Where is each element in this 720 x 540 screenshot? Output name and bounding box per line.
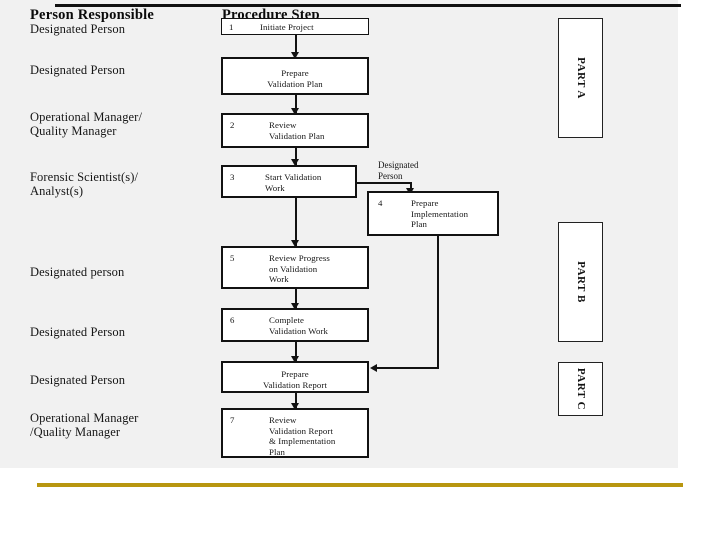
- part-box-a: PART A: [558, 18, 603, 138]
- flowchart-scan-image: Person Responsible Procedure Step Design…: [0, 0, 681, 468]
- step-text-8: Prepare Validation Report: [263, 369, 327, 390]
- person-label-4: Forensic Scientist(s)/ Analyst(s): [30, 170, 139, 198]
- connector-implementation-down: [437, 235, 439, 369]
- person-label-2: Designated Person: [30, 63, 126, 77]
- connector-report-7: [295, 392, 297, 408]
- column-header-person-responsible: Person Responsible: [30, 7, 155, 23]
- step-text-6: Review Progress on Validation Work: [269, 253, 330, 284]
- arrow-3-4: [291, 159, 299, 166]
- step-number-6: 6: [230, 315, 235, 325]
- arrow-6-report: [291, 356, 299, 363]
- step-text-3: Review Validation Plan: [269, 120, 325, 141]
- arrow-report-7: [291, 403, 299, 410]
- part-label-c: PART C: [574, 367, 587, 411]
- connector-6-report: [295, 341, 297, 362]
- annotation-designated-person: Designated Person: [378, 160, 419, 181]
- arrow-4-5: [291, 240, 299, 247]
- arrow-5-6: [291, 303, 299, 310]
- person-label-5: Designated person: [30, 265, 125, 279]
- part-box-c: PART C: [558, 362, 603, 416]
- connector-implementation-to-report: [374, 367, 439, 369]
- step-number-1: 1: [229, 22, 234, 32]
- connector-branch-horizontal: [356, 182, 412, 184]
- step-text-2: Prepare Validation Plan: [267, 68, 323, 89]
- step-node-2[interactable]: 2 Review Validation Plan: [221, 113, 369, 148]
- person-label-3: Operational Manager/ Quality Manager: [30, 110, 143, 138]
- connector-1-2: [295, 33, 297, 55]
- step-node-7[interactable]: 7 Review Validation Report & Implementat…: [221, 408, 369, 458]
- connector-5-6: [295, 288, 297, 308]
- step-node-3[interactable]: 3 Start Validation Work: [221, 165, 357, 198]
- arrow-implementation-to-report: [370, 364, 377, 372]
- step-node-1[interactable]: 1 Initiate Project: [221, 18, 369, 35]
- step-number-3: 3: [230, 172, 235, 182]
- person-label-8: Operational Manager /Quality Manager: [30, 411, 139, 439]
- step-text-5: Prepare Implementation Plan: [411, 198, 469, 229]
- step-node-4[interactable]: 4 Prepare Implementation Plan: [367, 191, 499, 236]
- step-number-5: 5: [230, 253, 235, 263]
- connector-4-5: [295, 196, 297, 246]
- slide-accent-rule: [37, 483, 683, 487]
- connector-branch-vertical: [410, 182, 412, 192]
- part-label-a: PART A: [574, 57, 587, 99]
- step-node-prepare-validation-report[interactable]: Prepare Validation Report: [221, 361, 369, 393]
- step-number-4: 4: [378, 198, 383, 208]
- connector-3-4: [295, 147, 297, 165]
- part-box-b: PART B: [558, 222, 603, 342]
- part-label-b: PART B: [574, 261, 587, 303]
- step-number-2: 2: [230, 120, 235, 130]
- step-node-6[interactable]: 6 Complete Validation Work: [221, 308, 369, 342]
- person-label-6: Designated Person: [30, 325, 126, 339]
- connector-2-3: [295, 93, 297, 113]
- step-node-5[interactable]: 5 Review Progress on Validation Work: [221, 246, 369, 289]
- arrow-2-3: [291, 108, 299, 115]
- step-text-9: Review Validation Report & Implementatio…: [269, 415, 336, 457]
- step-node-prepare-validation-plan[interactable]: Prepare Validation Plan: [221, 57, 369, 95]
- arrow-1-2: [291, 52, 299, 59]
- person-label-7: Designated Person: [30, 373, 126, 387]
- step-text-4: Start Validation Work: [265, 172, 322, 193]
- step-text-7: Complete Validation Work: [269, 315, 329, 336]
- step-number-7: 7: [230, 415, 235, 425]
- step-text-1: Initiate Project: [260, 22, 314, 32]
- person-label-1: Designated Person: [30, 22, 126, 36]
- header-divider-rule: [55, 4, 681, 7]
